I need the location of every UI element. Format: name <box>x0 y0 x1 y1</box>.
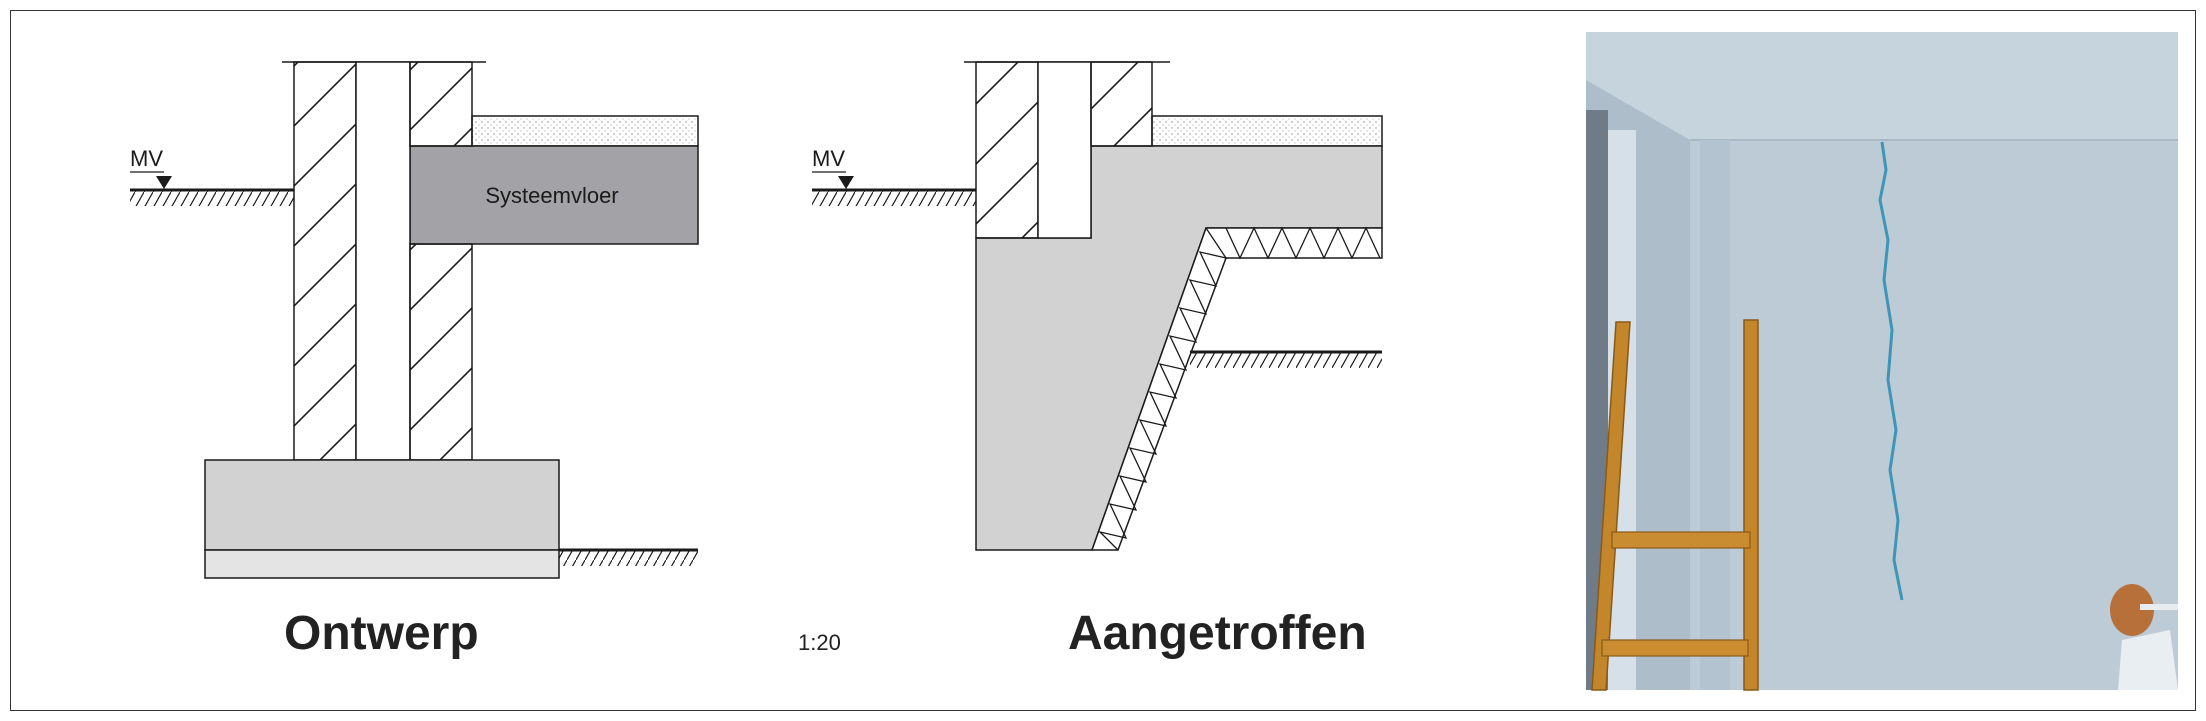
outer-wall-leaf <box>293 61 357 461</box>
subgrade-hatch <box>1190 352 1382 368</box>
ground-hatch <box>130 190 294 206</box>
outer-wall-leaf <box>975 61 1039 239</box>
crack-photo <box>1586 32 2178 691</box>
found-detail: MV <box>812 61 1383 551</box>
wall-crack <box>1878 141 1904 601</box>
excavation-hatch <box>559 550 698 566</box>
wall-lamp <box>2110 584 2178 690</box>
design-detail: Systeemvloer MV <box>130 61 699 579</box>
lean-concrete <box>204 549 560 579</box>
wooden-ladder <box>1591 319 1759 691</box>
ground-level-label: MV <box>812 146 845 171</box>
wall-cavity <box>355 61 411 461</box>
found-caption: Aangetroffen <box>1068 607 1367 660</box>
ground-level-marker-icon <box>838 176 854 189</box>
floor-screed <box>1151 115 1383 147</box>
inner-wall-leaf <box>1090 61 1153 147</box>
photo-ceiling <box>1586 32 2178 140</box>
ground-level-label: MV <box>130 146 163 171</box>
ground-hatch <box>812 190 976 206</box>
strip-footing <box>204 459 560 551</box>
system-floor-slab <box>409 145 699 245</box>
insulation-zigzag <box>1097 226 1381 551</box>
wall-cavity <box>1037 61 1092 239</box>
system-floor-label: Systeemvloer <box>485 183 618 208</box>
figure-frame <box>10 10 2196 711</box>
design-caption: Ontwerp <box>284 607 479 660</box>
wall-shadow-band <box>1700 140 1730 690</box>
ground-level-marker-icon <box>156 176 172 189</box>
inner-wall-leaf-top <box>409 61 473 147</box>
floor-screed <box>471 115 699 147</box>
inner-wall-leaf-bottom <box>409 243 473 461</box>
scale-label: 1:20 <box>798 630 841 655</box>
